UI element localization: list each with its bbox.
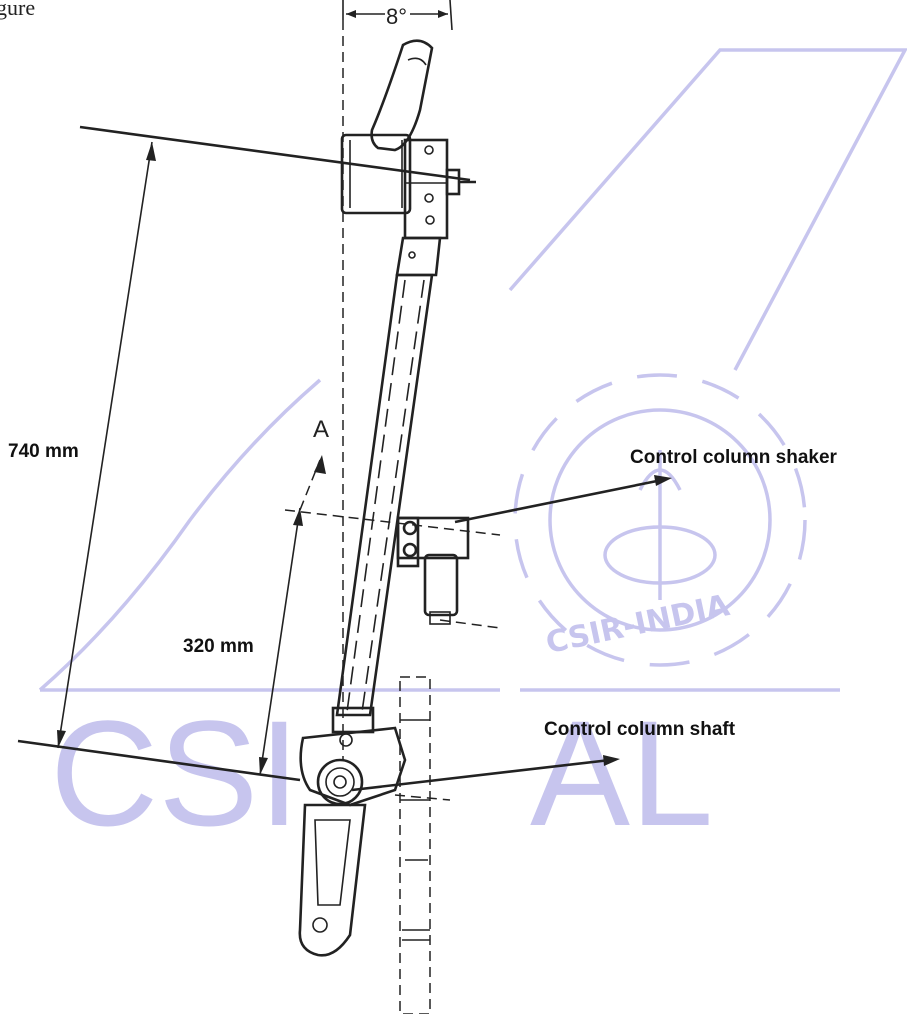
watermark-seal-text: CSIR-INDIA <box>543 588 733 661</box>
watermark-seal <box>513 373 807 667</box>
section-label: A <box>313 416 329 443</box>
callout-shaft: Control column shaft <box>351 719 736 792</box>
column-shaft-base <box>298 676 451 1014</box>
shaker-assembly <box>284 509 501 629</box>
dimension-320: 320 mm <box>183 507 303 776</box>
vertical-rod <box>399 676 431 1014</box>
shaft-hub <box>316 758 364 806</box>
callout-shaker: Control column shaker <box>454 447 838 524</box>
angle-label: 8° <box>386 4 407 29</box>
watermark-wing-curve <box>38 378 322 692</box>
lower-extension-line <box>17 739 301 782</box>
dimension-320-label: 320 mm <box>183 636 254 657</box>
watermark-fin-outline <box>508 48 907 371</box>
watermark-text-left: CSI <box>50 689 300 857</box>
lower-collar <box>331 706 375 734</box>
control-column-handle <box>370 39 434 152</box>
watermark-text-right: AL <box>530 689 713 857</box>
dimension-740-label: 740 mm <box>8 441 79 462</box>
section-a-marker: A <box>299 416 329 511</box>
shaker-bracket <box>396 516 470 560</box>
handle-block <box>340 133 412 215</box>
column-tube <box>335 273 434 717</box>
angle-dimension: 8° <box>342 0 453 31</box>
caption-fragment: gure <box>0 0 35 20</box>
upper-extension-line <box>79 125 471 182</box>
dimension-740: 740 mm <box>8 141 156 749</box>
shaft-housing <box>299 726 407 807</box>
shaker-motor <box>423 553 459 617</box>
callout-shaker-label: Control column shaker <box>630 447 838 468</box>
column-collar <box>395 236 442 277</box>
watermark: CSIR-INDIA <box>38 48 907 692</box>
callout-shaft-label: Control column shaft <box>544 719 736 740</box>
shaker-clamp <box>396 516 420 568</box>
control-column <box>331 39 476 734</box>
lower-arm <box>298 803 367 957</box>
